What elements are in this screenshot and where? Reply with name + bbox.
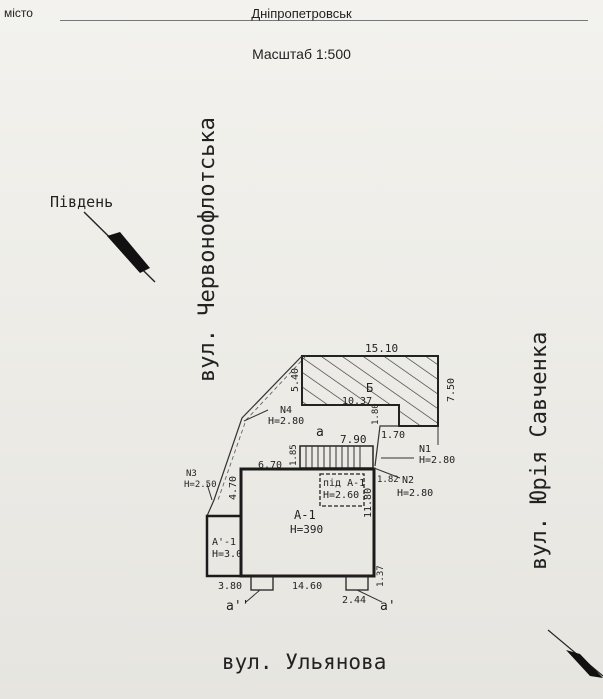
building-b-label: Б (366, 381, 373, 395)
south-arrow: Південь (50, 193, 156, 283)
n4-label: N4 (280, 405, 292, 416)
street-right: вул. Юрія Савченка (527, 332, 552, 570)
dim-b-step: 1.80 (371, 403, 381, 425)
dim-bottom-left: 3.80 (218, 581, 242, 592)
dim-bottom-main: 14.60 (292, 581, 322, 592)
porch-a2-label: а'' (226, 599, 249, 614)
n2-label: N2 (402, 475, 414, 486)
n3-height: Н=2.50 (184, 480, 217, 490)
dim-porch-side: 1.85 (289, 444, 299, 466)
n2-height: Н=2.80 (397, 488, 433, 499)
dim-corner: 1.37 (376, 565, 386, 587)
dim-right-side: 11.80 (363, 488, 374, 518)
property-line-right (374, 425, 399, 467)
porch-a1-label: а' (380, 599, 396, 614)
basement-outline (319, 473, 365, 507)
porch-a1 (345, 575, 369, 591)
building-annex-label: А'-1 (212, 537, 236, 548)
porch-a2 (250, 575, 274, 591)
dim-left-side: 4.70 (228, 476, 239, 500)
dim-bottom-right: 2.44 (342, 595, 366, 606)
porch-a-label: а (316, 425, 324, 440)
basement-label: під А-1 (323, 477, 365, 489)
south-label: Південь (50, 193, 113, 211)
porch-a-stairs (305, 446, 361, 468)
city-label: місто (4, 6, 33, 20)
dim-b-left: 5.40 (290, 368, 301, 392)
building-a1-height: Н=390 (290, 523, 323, 536)
dim-top: 15.10 (365, 342, 398, 355)
n2-leader (373, 467, 401, 479)
n3-leader (206, 483, 213, 501)
south-arrow-head (107, 232, 150, 273)
dim-right-small: 1.82 (377, 475, 399, 485)
dim-step-h: 1.70 (381, 430, 405, 441)
n4-leader (243, 409, 269, 422)
dim-b-inner: 10.37 (342, 396, 372, 407)
basement-height: Н=2.60 (323, 490, 359, 501)
dim-porch-len: 7.90 (340, 433, 367, 446)
n3-label: N3 (186, 469, 197, 479)
porch-a2-leader (245, 589, 261, 603)
scale-label: Масштаб 1:500 (252, 46, 351, 62)
city-underline (60, 20, 588, 21)
dim-front-left: 6.70 (258, 460, 282, 471)
dim-b-right: 7.50 (446, 378, 457, 402)
porch-a1-leader (356, 589, 383, 603)
building-annex-height: Н=3.0 (212, 549, 242, 560)
building-annex (205, 514, 243, 578)
street-bottom: вул. Ульянова (222, 650, 386, 674)
n1-height: Н=2.80 (419, 455, 455, 466)
n1-label: N1 (419, 444, 431, 455)
building-a1-label: А-1 (294, 508, 316, 522)
city-name: Дніпропетровськ (251, 6, 352, 21)
property-line-left (206, 355, 303, 517)
street-left: вул. Червонофлотська (195, 117, 220, 382)
n4-height: Н=2.80 (268, 416, 304, 427)
north-arrow-fragment (547, 629, 603, 678)
